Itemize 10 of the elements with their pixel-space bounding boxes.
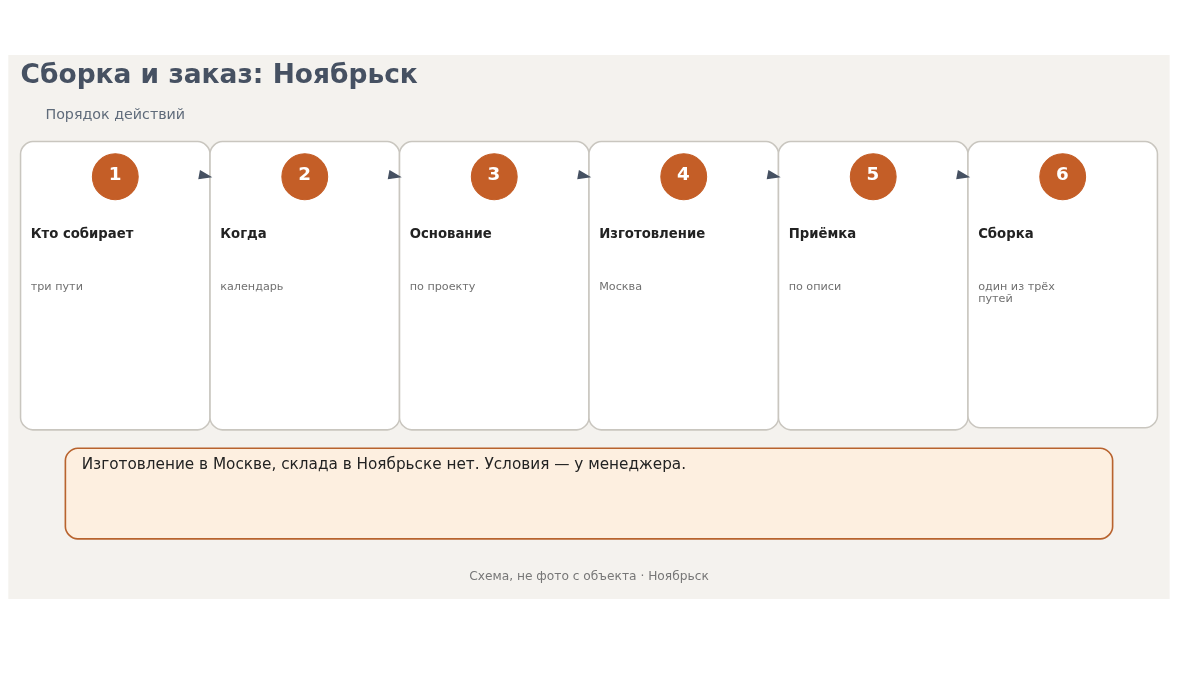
diagram-title: Сборка и заказ: Ноябрьск [20,57,418,89]
node-circle: 3 [470,152,518,200]
node-circle: 6 [1039,152,1087,200]
node-circle: 1 [91,152,139,200]
label: Схема, не фото с объекта · Ноябрьск [469,568,709,583]
node-circle: 4 [660,152,708,200]
label: Порядок действий [45,105,186,122]
node-circle: 5 [849,152,897,200]
node-circle: 2 [281,152,329,200]
node-box: Изготовление в Москве, склада в Ноябрьске нет. Условия — у менеджера. [64,446,1114,540]
